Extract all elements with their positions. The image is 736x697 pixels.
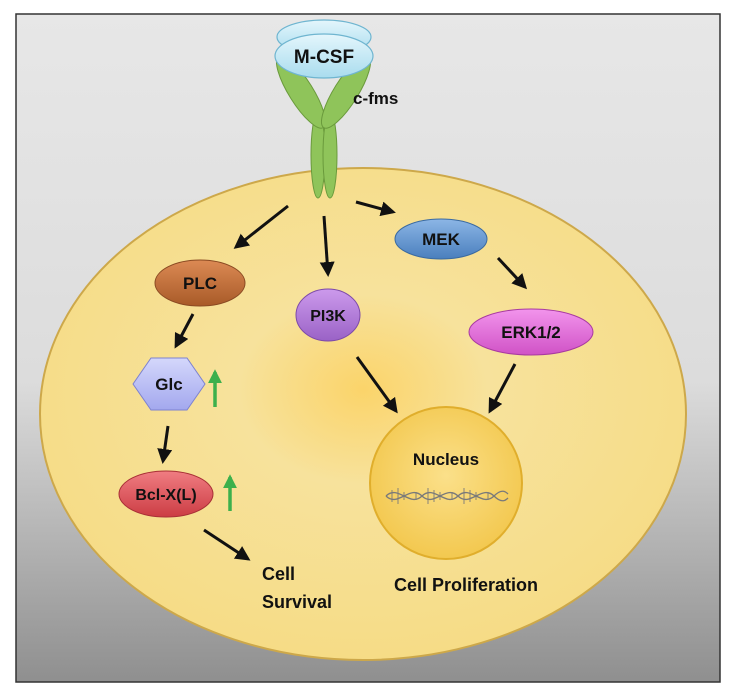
arrow-receptor-to-pi3k	[319, 215, 335, 277]
node-mek: MEK	[394, 218, 488, 260]
pi3k-label: PI3K	[310, 308, 346, 325]
erk-label: ERK1/2	[501, 323, 561, 342]
ligand-label: M-CSF	[294, 47, 354, 68]
nucleus: Nucleus	[369, 406, 523, 560]
arrow-receptor-to-mek	[355, 200, 396, 217]
glc-label: Glc	[155, 375, 182, 394]
upregulation-arrows	[208, 369, 237, 511]
ligand-m-csf: M-CSF	[274, 19, 374, 79]
arrow-glc-to-bcl	[157, 425, 173, 464]
arrow-plc-to-glc	[174, 313, 195, 349]
cell-survival-label-line1: Cell	[262, 564, 295, 584]
arrow-mek-to-erk	[496, 256, 528, 290]
node-erk: ERK1/2	[468, 308, 594, 356]
cell-body	[39, 167, 687, 661]
node-bcl-xl: Bcl-X(L)	[118, 470, 214, 518]
receptor-label: c-fms	[353, 89, 398, 108]
cell-proliferation-label: Cell Proliferation	[394, 575, 538, 595]
arrow-erk-to-nucleus	[488, 363, 517, 414]
pathway-arrows	[157, 200, 528, 561]
arrow-receptor-to-plc	[233, 204, 289, 249]
cell-survival-label-line2: Survival	[262, 592, 332, 612]
arrow-pi3k-to-nucleus	[355, 356, 398, 414]
node-plc: PLC	[154, 259, 246, 307]
bcl-label: Bcl-X(L)	[135, 487, 196, 504]
receptor-c-fms	[276, 55, 371, 199]
arrow-bcl-to-survival	[203, 528, 251, 561]
node-glc: Glc	[132, 357, 206, 411]
nucleus-label: Nucleus	[413, 450, 479, 469]
node-pi3k: PI3K	[295, 288, 361, 342]
dna-helix-icon	[385, 488, 509, 504]
mek-label: MEK	[422, 230, 461, 249]
plc-label: PLC	[183, 274, 217, 293]
